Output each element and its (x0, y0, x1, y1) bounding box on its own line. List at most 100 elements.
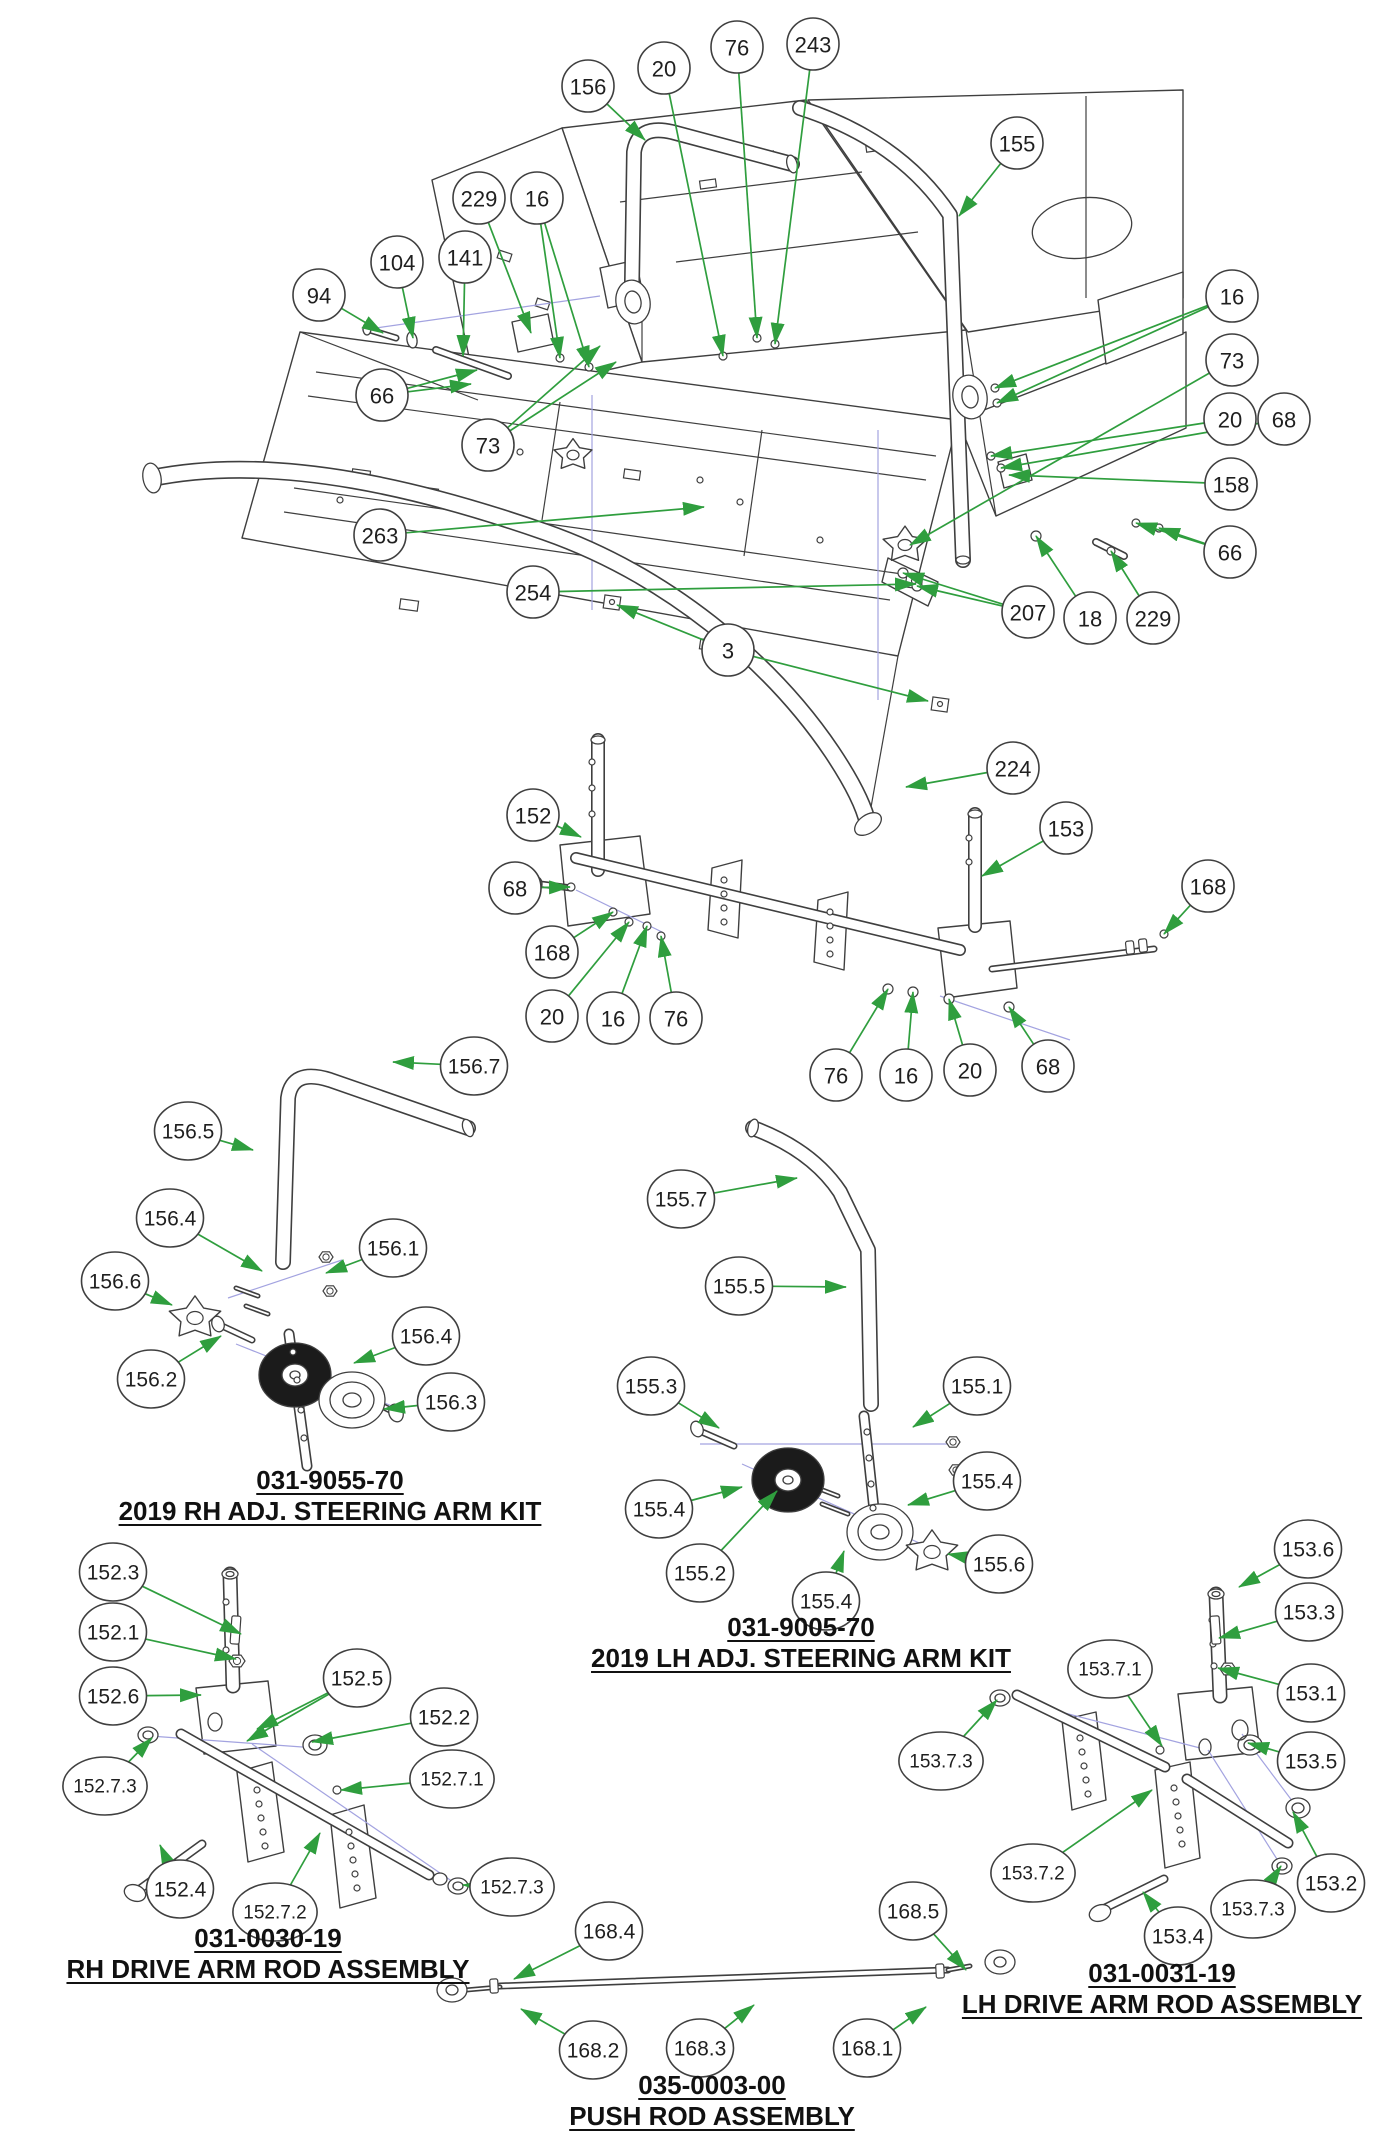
tube-body (1210, 1588, 1226, 1702)
callout-ellipse (506, 788, 560, 842)
callout-ellipse (438, 230, 492, 284)
leader-arrow (668, 93, 726, 357)
callout-155.5: 155.5 (704, 1256, 774, 1316)
callout-156.6: 156.6 (80, 1251, 150, 1311)
callout-152.7.3: 152.7.3 (62, 1756, 148, 1816)
callout-number: 156 (570, 75, 607, 100)
callout-ellipse (391, 1306, 461, 1366)
callout-73: 73 (1205, 333, 1259, 387)
frame-plate (813, 891, 849, 971)
callout-ellipse (832, 2018, 902, 2078)
fastener-dot (910, 577, 918, 585)
fastener-dot (865, 1454, 873, 1462)
callout-153: 153 (1039, 801, 1093, 855)
callout-number: 153.2 (1305, 1873, 1358, 1896)
callout-number: 153.5 (1285, 1751, 1338, 1774)
callout-ellipse (704, 1256, 774, 1316)
callout-76: 76 (809, 1048, 863, 1102)
part-detail-ellipse (1271, 1857, 1293, 1875)
callout-ellipse (943, 1043, 997, 1097)
leader-arrow (1127, 1694, 1163, 1747)
callout-ellipse (791, 1571, 861, 1631)
callout-229: 229 (452, 171, 506, 225)
tube-body (276, 1070, 475, 1269)
leader-arrow (772, 1279, 847, 1294)
callout-number: 156.1 (367, 1238, 420, 1261)
callout-20: 20 (1203, 392, 1257, 446)
leader-arrow (506, 345, 601, 429)
fastener-dot (826, 908, 834, 916)
callout-ellipse (1021, 1039, 1075, 1093)
callout-number: 156.6 (89, 1271, 142, 1294)
callout-ellipse (986, 741, 1040, 795)
callout-number: 156.4 (400, 1326, 453, 1349)
callout-number: 152.1 (87, 1622, 140, 1645)
assembly-name: PUSH ROD ASSEMBLY (569, 2101, 855, 2131)
callout-number: 141 (447, 246, 484, 271)
leader-arrow (509, 361, 617, 432)
callout-number: 168.5 (887, 1901, 940, 1924)
part-number: 035-0003-00 (638, 2070, 786, 2100)
part-detail-ellipse (302, 1734, 328, 1756)
leader-arrow (1247, 1742, 1280, 1756)
callout-66: 66 (355, 368, 409, 422)
leader-arrow (144, 1290, 173, 1306)
callout-94: 94 (292, 268, 346, 322)
callout-20: 20 (637, 41, 691, 95)
part-detail-ellipse (221, 1568, 239, 1580)
callout-leader-lines (127, 69, 1318, 2035)
tube-body (220, 1324, 254, 1342)
callout-number: 76 (725, 36, 749, 61)
leader-arrow (1292, 1811, 1318, 1858)
fastener-dot (720, 876, 728, 884)
callout-number: 152.3 (87, 1562, 140, 1585)
callout-254: 254 (506, 565, 560, 619)
fastener-dot (1172, 1798, 1180, 1806)
leader-arrow (677, 1402, 720, 1429)
fastener-dot (1210, 1662, 1218, 1670)
part-detail-ellipse (436, 1977, 468, 2003)
callout-ellipse (488, 861, 542, 915)
fastener-dot (588, 784, 596, 792)
leader-arrow (1263, 1865, 1282, 1888)
callout-153.4: 153.4 (1143, 1906, 1213, 1966)
fastener-dot (588, 758, 596, 766)
star-knob-hub (923, 1544, 941, 1560)
fastener-dot (332, 1785, 342, 1795)
star-knob-hub (566, 449, 580, 461)
callout-155.4: 155.4 (791, 1571, 861, 1631)
callout-number: 68 (503, 877, 527, 902)
callout-number: 152.5 (331, 1668, 384, 1691)
callout-ellipse (416, 1372, 486, 1432)
fastener-dot (965, 858, 973, 866)
part-detail-ellipse (955, 555, 971, 565)
fastener-dot (222, 1646, 230, 1654)
leader-arrow (1110, 550, 1140, 597)
callout-ellipse (135, 1188, 205, 1248)
leader-arrow (606, 103, 646, 141)
callout-ellipse (292, 268, 346, 322)
callout-68: 68 (1257, 392, 1311, 446)
fastener-dot (347, 1842, 355, 1850)
callout-ellipse (452, 171, 506, 225)
leader-arrow (1158, 527, 1206, 545)
callout-152.3: 152.3 (78, 1542, 148, 1602)
fastener-dot (293, 1376, 301, 1384)
callout-ellipse (1257, 392, 1311, 446)
fastener-dot (1076, 1734, 1084, 1742)
callout-68: 68 (488, 861, 542, 915)
callout-156.2: 156.2 (116, 1349, 186, 1409)
pin-or-nut (1137, 938, 1149, 953)
callout-number: 152.6 (87, 1686, 140, 1709)
callout-ellipse (322, 1648, 392, 1708)
fastener-dot (257, 1814, 265, 1822)
callout-156.4: 156.4 (135, 1188, 205, 1248)
callout-number: 76 (824, 1064, 848, 1089)
part-detail-ellipse (445, 1984, 459, 1996)
callout-ellipse (786, 17, 840, 71)
leader-arrow (573, 911, 614, 939)
leader-arrow (246, 1693, 330, 1742)
callout-number: 20 (1218, 408, 1242, 433)
callout-66: 66 (1203, 525, 1257, 579)
fastener-dot (736, 498, 744, 506)
